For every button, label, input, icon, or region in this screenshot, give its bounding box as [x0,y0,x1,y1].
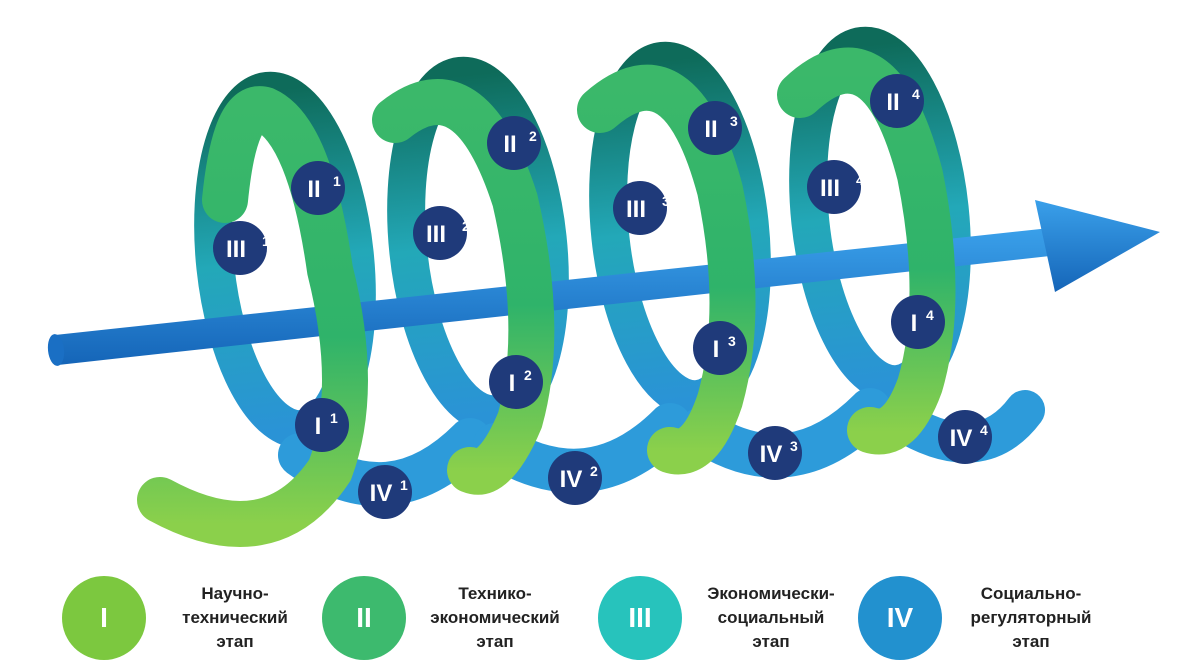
marker-numeral: II [307,176,320,203]
stage-marker-iii-3: III 3 [613,181,670,235]
legend-label-line: Технико- [458,584,532,603]
legend-label-4: Социально- регуляторный этап [956,582,1106,654]
marker-superscript: 2 [590,463,598,479]
legend-item-1: I Научно- технический этап [62,570,310,666]
stage-marker-iv-1: IV 1 [358,465,412,519]
marker-superscript: 4 [980,422,988,438]
legend-label-line: Экономически- [707,584,835,603]
marker-circle [693,321,747,375]
legend-badge-1: I [62,576,146,660]
stage-marker-ii-4: II 4 [870,74,924,128]
legend-label-line: социальный [717,608,825,627]
stage-marker-iii-4: III 4 [807,160,864,214]
marker-superscript: 4 [856,172,864,188]
marker-superscript: 1 [400,477,408,493]
stage-marker-iv-2: IV 2 [548,451,602,505]
legend-label-3: Экономически- социальный этап [696,582,846,654]
marker-circle [213,221,267,275]
legend-label-line: этап [476,632,514,651]
legend-label-line: технический [182,608,288,627]
coil-front-parts [137,47,956,547]
marker-numeral: I [509,370,516,397]
marker-numeral: I [713,336,720,363]
marker-superscript: 1 [262,233,270,249]
marker-numeral: III [626,196,646,223]
marker-circle [295,398,349,452]
legend-label-line: Социально- [980,584,1082,603]
marker-numeral: IV [950,425,973,452]
marker-superscript: 1 [330,410,338,426]
legend-label-line: регуляторный [970,608,1092,627]
legend-label-line: Научно- [201,584,269,603]
legend-item-2: II Технико- экономический этап [322,570,570,666]
marker-circle [291,161,345,215]
marker-circle [688,101,742,155]
marker-circle [489,355,543,409]
marker-circle [807,160,861,214]
marker-superscript: 4 [912,86,920,102]
legend-label-line: этап [1012,632,1050,651]
marker-circle [870,74,924,128]
marker-circle [413,206,467,260]
legend-label-2: Технико- экономический этап [420,582,570,654]
marker-numeral: III [226,236,246,263]
stage-marker-ii-2: II 2 [487,116,541,170]
stage-marker-iv-3: IV 3 [748,426,802,480]
marker-circle [938,410,992,464]
marker-numeral: III [426,221,446,248]
marker-numeral: IV [560,466,583,493]
marker-numeral: II [886,89,899,116]
legend-badge-2: II [322,576,406,660]
legend-label-line: экономический [430,608,560,627]
stage-marker-iv-4: IV 4 [938,410,992,464]
marker-circle [613,181,667,235]
legend-item-3: III Экономически- социальный этап [598,570,846,666]
marker-numeral: I [315,413,322,440]
legend: I Научно- технический этап II Технико- э… [0,560,1200,670]
legend-badge-3: III [598,576,682,660]
marker-superscript: 3 [662,193,670,209]
stage-marker-ii-3: II 3 [688,101,742,155]
marker-circle [548,451,602,505]
legend-badge-4: IV [858,576,942,660]
marker-numeral: IV [370,480,393,507]
marker-superscript: 1 [333,173,341,189]
marker-circle [487,116,541,170]
marker-circle [358,465,412,519]
marker-circle [748,426,802,480]
marker-superscript: 3 [730,113,738,129]
marker-circle [891,295,945,349]
marker-numeral: I [911,310,918,337]
marker-numeral: IV [760,441,783,468]
marker-superscript: 3 [728,333,736,349]
marker-superscript: 2 [524,367,532,383]
marker-superscript: 2 [529,128,537,144]
legend-label-line: этап [216,632,254,651]
stage-marker-iii-1: III 1 [213,221,270,275]
legend-label-line: этап [752,632,790,651]
marker-numeral: III [820,175,840,202]
stage-marker-ii-1: II 1 [291,161,345,215]
stage-marker-iii-2: III 2 [413,206,470,260]
marker-superscript: 2 [462,218,470,234]
marker-numeral: II [503,131,516,158]
legend-item-4: IV Социально- регуляторный этап [858,570,1106,666]
marker-superscript: 3 [790,438,798,454]
marker-numeral: II [704,116,717,143]
marker-superscript: 4 [926,307,934,323]
legend-label-1: Научно- технический этап [160,582,310,654]
